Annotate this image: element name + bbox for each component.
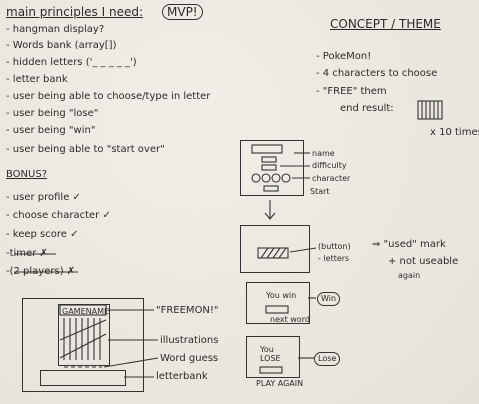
play-again-label: PLAY AGAIN bbox=[256, 379, 304, 388]
bonus-item: - choose character ✓ bbox=[6, 210, 111, 221]
letterbank-box bbox=[40, 370, 126, 386]
concept-line: - "FREE" them bbox=[316, 86, 387, 97]
win-next-word: next word bbox=[270, 315, 310, 324]
word-guess-label: Word guess bbox=[160, 353, 219, 364]
win-screen-sketch bbox=[246, 282, 310, 324]
character-circle bbox=[281, 173, 291, 183]
not-useable-note: + not useable bbox=[388, 256, 459, 267]
principle-item: - user being able to choose/type in lett… bbox=[6, 91, 211, 102]
start-label-name: name bbox=[312, 149, 335, 158]
start-button-box bbox=[263, 185, 279, 192]
illustration-hatch bbox=[59, 318, 107, 360]
character-circle bbox=[261, 173, 271, 183]
principle-item: - hangman display? bbox=[6, 24, 105, 35]
start-screen-sketch bbox=[240, 140, 304, 196]
concept-line: - 4 characters to choose bbox=[316, 68, 438, 79]
principle-item: - hidden letters ('_ _ _ _ _') bbox=[6, 57, 137, 68]
lose-title: You LOSE bbox=[260, 345, 281, 363]
concept-line: - PokeMon! bbox=[316, 51, 372, 62]
lose-tag: Lose bbox=[314, 352, 341, 366]
main-wireframe bbox=[22, 298, 144, 392]
start-difficulty-field bbox=[261, 164, 277, 171]
principle-item: - Words bank (array[]) bbox=[6, 40, 117, 51]
bonus-heading: BONUS? bbox=[6, 169, 48, 180]
freemon-label: "FREEMON!" bbox=[156, 305, 219, 316]
lose-screen-sketch bbox=[246, 336, 300, 378]
bonus-item: - keep score ✓ bbox=[6, 229, 79, 240]
principle-item: - user being "win" bbox=[6, 125, 96, 136]
game-name-box bbox=[59, 304, 107, 316]
lose-play-again-button bbox=[259, 366, 283, 374]
character-circle bbox=[271, 173, 281, 183]
concept-heading: CONCEPT / THEME bbox=[330, 17, 441, 31]
start-title-box bbox=[251, 144, 283, 154]
principles-heading: main principles I need: bbox=[6, 5, 144, 19]
win-tag: Win bbox=[317, 292, 341, 306]
letterbank-label: letterbank bbox=[156, 371, 208, 382]
times-label: x 10 times bbox=[430, 127, 479, 138]
again-note: again bbox=[398, 271, 421, 280]
start-label-difficulty: difficulty bbox=[312, 161, 347, 170]
principle-item: - letter bank bbox=[6, 74, 68, 85]
start-name-field bbox=[261, 156, 277, 163]
character-circle bbox=[251, 173, 261, 183]
win-next-button bbox=[265, 305, 289, 314]
end-result-label: end result: bbox=[340, 103, 394, 114]
start-label-character: character bbox=[312, 174, 351, 183]
letters-label: - letters bbox=[318, 254, 350, 263]
bonus-item: - user profile ✓ bbox=[6, 192, 81, 203]
button-label: (button) bbox=[318, 242, 351, 251]
principle-item: - user being able to "start over" bbox=[6, 144, 165, 155]
used-mark-note: ⇒ "used" mark bbox=[372, 239, 446, 250]
mvp-badge: MVP! bbox=[162, 4, 203, 20]
illustrations-label: illustrations bbox=[160, 335, 219, 346]
principle-item: - user being "lose" bbox=[6, 108, 99, 119]
game-name-label: GAMENAME bbox=[62, 307, 110, 316]
tally-bars-icon bbox=[417, 100, 443, 120]
win-title: You win bbox=[266, 291, 297, 300]
start-label-start: Start bbox=[310, 187, 330, 196]
